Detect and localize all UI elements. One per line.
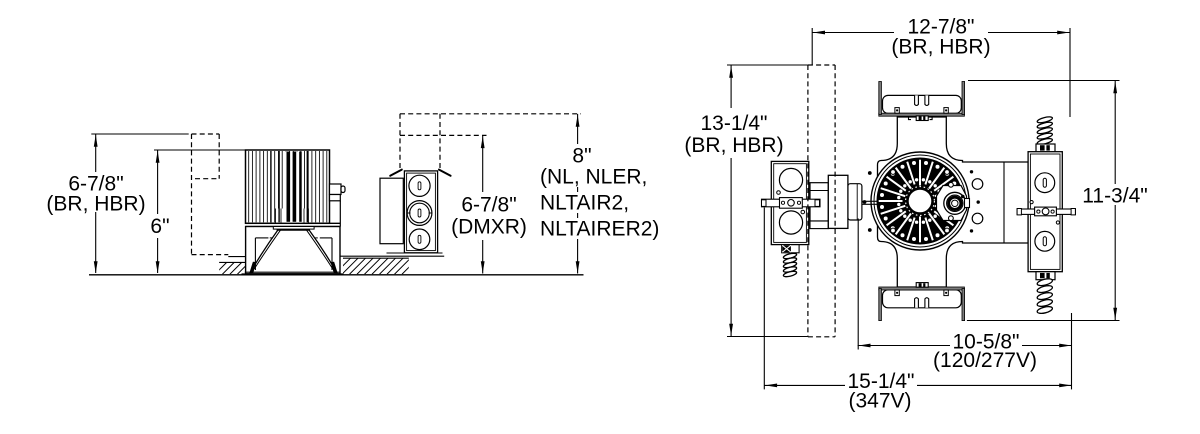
svg-text:(BR, HBR): (BR, HBR) xyxy=(891,36,990,59)
svg-text:(347V): (347V) xyxy=(848,390,911,413)
svg-text:(NL, NLER,: (NL, NLER, xyxy=(540,166,647,189)
svg-text:11-3/4": 11-3/4" xyxy=(1082,184,1147,207)
svg-text:(120/277V): (120/277V) xyxy=(933,349,1037,372)
svg-text:(BR, HBR): (BR, HBR) xyxy=(684,134,783,157)
svg-text:NLTAIR2,: NLTAIR2, xyxy=(540,192,629,215)
svg-text:10-5/8": 10-5/8" xyxy=(953,331,1020,354)
svg-text:13-1/4": 13-1/4" xyxy=(701,112,768,135)
svg-text:15-1/4": 15-1/4" xyxy=(848,370,915,393)
svg-text:(BR, HBR): (BR, HBR) xyxy=(46,193,145,216)
svg-text:12-7/8": 12-7/8" xyxy=(908,16,975,39)
svg-text:6-7/8": 6-7/8" xyxy=(461,194,516,217)
svg-text:NLTAIRER2): NLTAIRER2) xyxy=(540,218,659,241)
svg-text:6-7/8": 6-7/8" xyxy=(68,173,123,196)
svg-text:8": 8" xyxy=(572,145,591,168)
svg-text:(DMXR): (DMXR) xyxy=(451,216,527,239)
svg-text:6": 6" xyxy=(150,215,169,238)
